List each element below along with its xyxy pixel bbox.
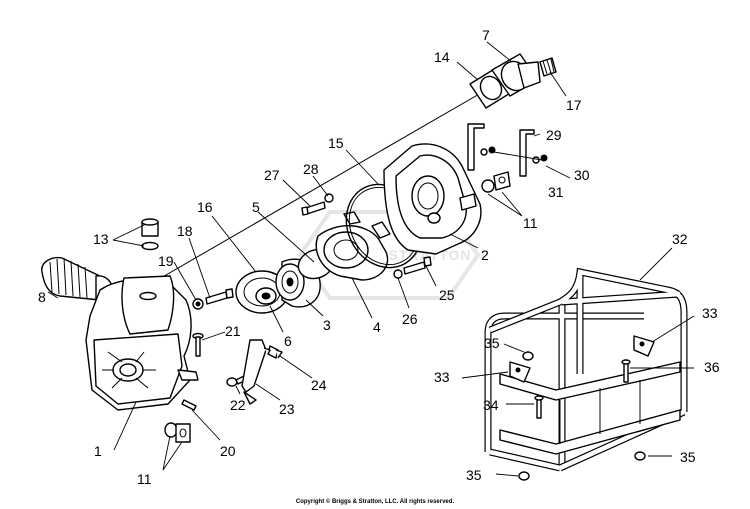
callout-23: 23 [279,401,295,417]
callout-4: 4 [373,319,381,335]
callout-29: 29 [546,127,562,143]
callout-18: 18 [177,223,193,239]
part-35-nuts [518,351,646,481]
callout-31: 31 [548,184,564,200]
part-26-washer [393,269,403,279]
callout-19: 19 [158,253,174,269]
callout-33-left: 33 [434,369,450,385]
part-27-bolt [301,201,326,216]
callout-2: 2 [481,247,489,263]
callout-32: 32 [672,231,688,247]
callout-35-top: 35 [484,335,500,351]
callout-26: 26 [402,311,418,327]
part-31-washer [480,148,540,164]
callout-15: 15 [328,135,344,151]
callout-36: 36 [704,359,720,375]
part-4-volute [315,211,391,281]
callout-5: 5 [252,199,260,215]
callout-27: 27 [264,167,280,183]
callout-33-right: 33 [702,305,718,321]
callout-35-right: 35 [680,449,696,465]
callout-6: 6 [284,333,292,349]
part-20-pin [181,399,197,411]
part-21-pin [192,332,204,357]
leader-lines [47,41,695,477]
callout-25: 25 [439,287,455,303]
part-17-nipple [539,57,557,77]
part-30-nut [488,146,548,162]
part-7-outlet-flange [491,53,541,97]
part-13-plug [141,218,159,251]
copyright-notice: Copyright © Briggs & Stratton, LLC. All … [295,499,455,505]
callout-22: 22 [230,397,246,413]
part-36-bolt [621,359,631,383]
part-1-pump-housing [85,275,199,411]
callout-17: 17 [566,97,582,113]
callout-labels: 7 14 17 15 28 27 5 16 18 13 19 8 21 20 1… [38,27,720,487]
callout-1: 1 [94,443,102,459]
callout-14: 14 [434,49,450,65]
part-19-washer [192,298,204,310]
part-34-bolt [534,395,544,419]
callout-7: 7 [482,27,490,43]
part-18-screw [205,288,234,305]
callout-35-bottom: 35 [466,467,482,483]
callout-20: 20 [220,443,236,459]
callout-11-upper: 11 [523,215,538,231]
part-33-mount-left [509,361,531,383]
part-25-bolt [403,256,432,275]
part-33-mount-right [633,335,655,357]
callout-16: 16 [197,199,213,215]
callout-28: 28 [303,161,319,177]
part-23-wrench [241,339,267,405]
callout-24: 24 [311,377,327,393]
callout-30: 30 [574,167,590,183]
callout-8: 8 [38,289,46,305]
part-24-wing-nut [263,345,283,359]
part-2-front-casing [383,143,482,255]
part-11-fitting-lower [164,422,191,443]
part-3-impeller [275,258,321,308]
part-11-fitting-upper [481,171,511,193]
part-32-frame [484,267,688,472]
part-28-washer [324,193,334,203]
callout-34: 34 [483,397,499,413]
callout-13: 13 [93,231,109,247]
callout-3: 3 [323,317,331,333]
callout-11-lower: 11 [137,471,152,487]
part-6-seal [255,287,277,305]
part-29-handle-bracket [467,123,535,177]
callout-21: 21 [225,323,241,339]
